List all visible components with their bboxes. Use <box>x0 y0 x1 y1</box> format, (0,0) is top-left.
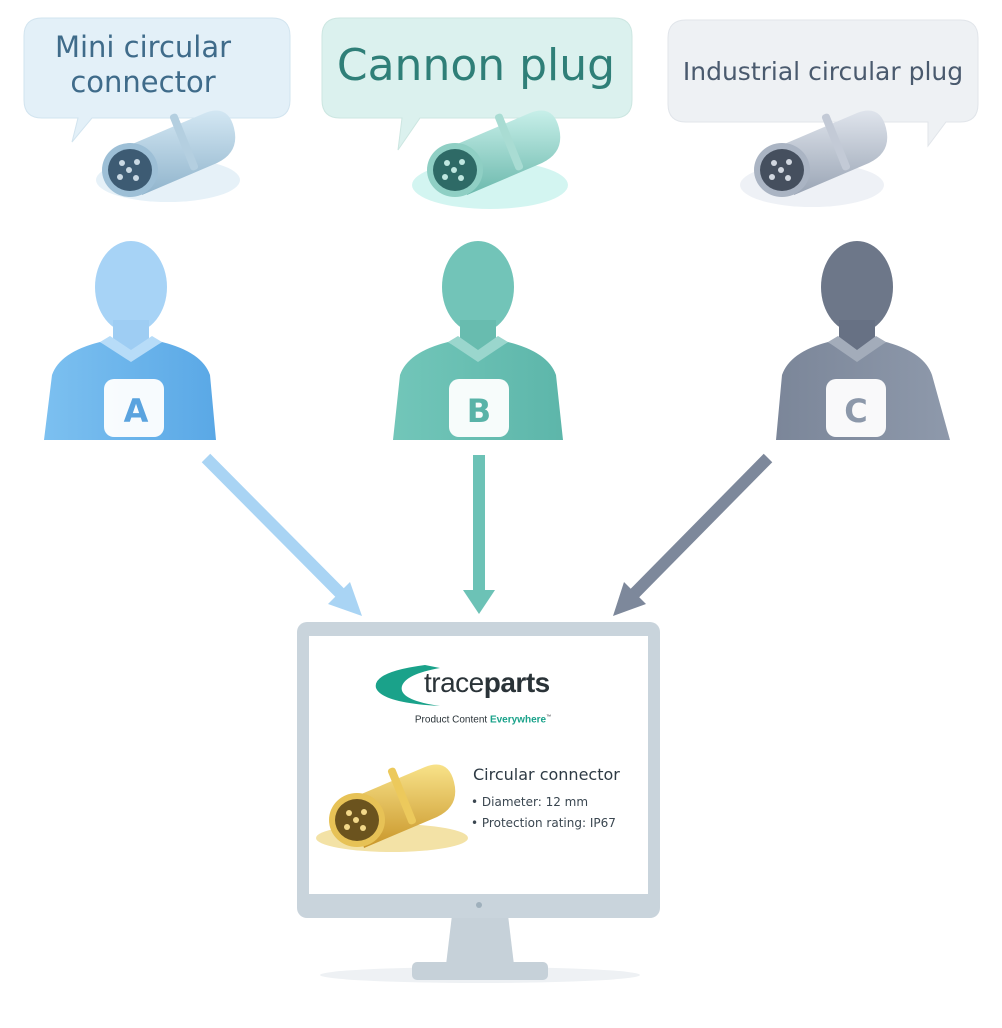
arrow-b-to-monitor <box>463 455 495 614</box>
product-connector-icon <box>316 764 468 852</box>
arrow-a-to-monitor <box>201 453 362 616</box>
bubble-b-label: Cannon plug <box>336 40 616 91</box>
logo-tagline: Product Content Everywhere™ <box>318 714 648 725</box>
bubble-c-label: Industrial circular plug <box>682 57 964 86</box>
tagline-regular: Product Content <box>414 714 490 726</box>
spec-protection-rating: Protection rating: IP67 <box>471 816 616 830</box>
speech-bubble-c <box>667 19 979 148</box>
traceparts-logo-wordmark: traceparts <box>424 667 550 699</box>
speech-bubble-a <box>23 17 291 143</box>
connector-icon-a <box>96 110 240 202</box>
logo-word-regular: trace <box>424 667 484 698</box>
speech-bubble-b <box>321 17 633 151</box>
logo-word-bold: parts <box>483 667 550 698</box>
arrow-c-to-monitor <box>613 453 773 616</box>
connector-icon-b <box>412 110 568 209</box>
person-b-icon <box>393 241 563 440</box>
person-c-badge: C <box>844 392 868 430</box>
connector-icon-c <box>740 110 888 207</box>
person-c-icon <box>776 241 950 440</box>
product-spec-list: Diameter: 12 mm Protection rating: IP67 <box>471 795 616 837</box>
bubble-a-label: Mini circular connector <box>54 30 232 99</box>
tagline-accent: Everywhere <box>489 714 547 726</box>
spec-diameter: Diameter: 12 mm <box>471 795 616 809</box>
person-b-badge: B <box>466 392 492 430</box>
tagline-trademark: ™ <box>546 714 552 720</box>
person-a-icon <box>44 241 216 440</box>
person-a-badge: A <box>123 392 149 430</box>
product-title: Circular connector <box>473 765 620 784</box>
traceparts-logo-swoosh <box>375 665 440 706</box>
